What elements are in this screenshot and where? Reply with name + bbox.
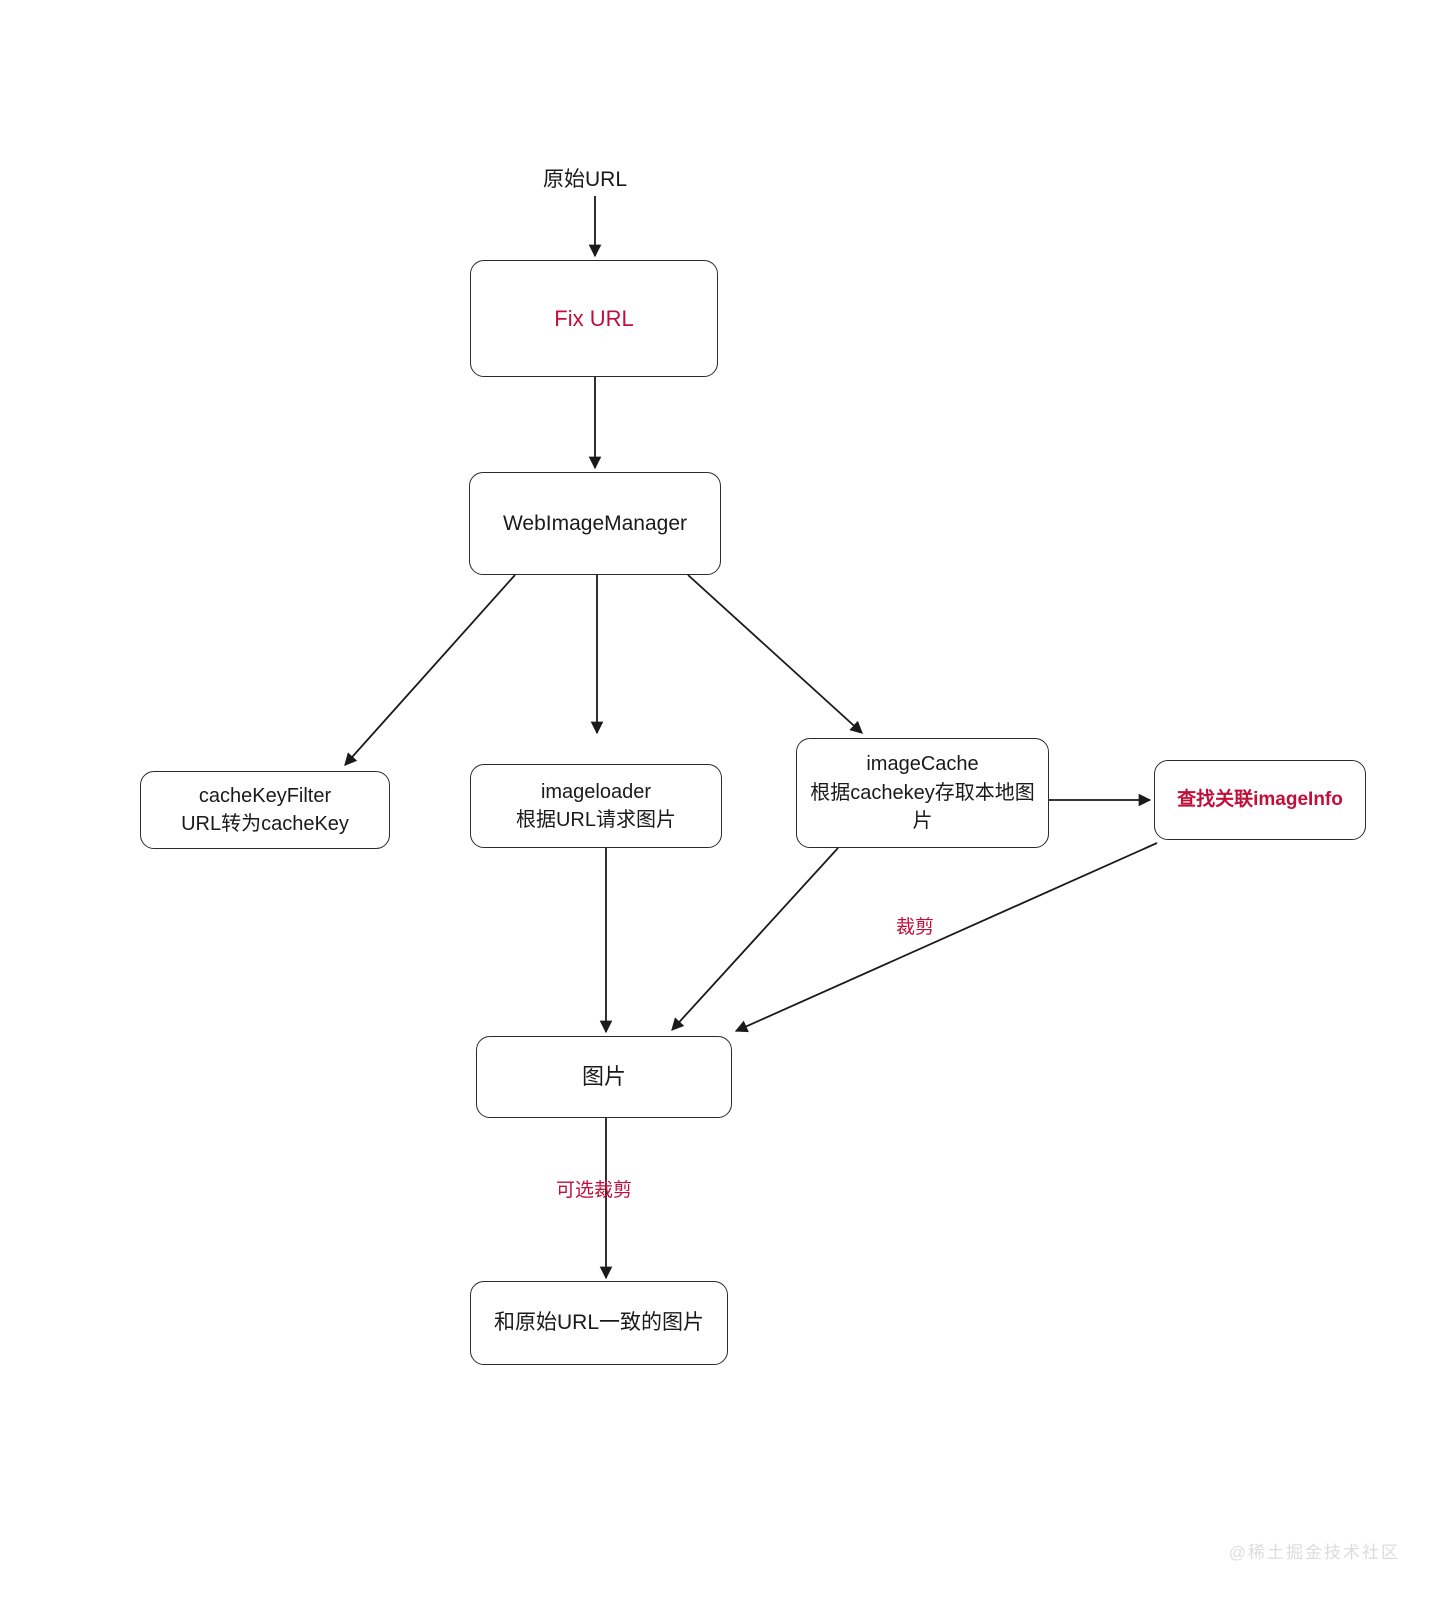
edge-imagecache-to-image — [671, 847, 839, 1031]
node-fix-url-label: Fix URL — [554, 305, 634, 331]
node-imageloader-label: imageloader 根据URL请求图片 — [515, 780, 676, 831]
origin-url-label: 原始URL — [543, 168, 628, 191]
node-image-label: 图片 — [581, 1064, 626, 1090]
node-final-image-label: 和原始URL一致的图片 — [493, 1311, 704, 1335]
node-web-image-manager[interactable]: WebImageManager — [469, 472, 721, 575]
node-cache-key-filter-label: cacheKeyFilter URL转为cacheKey — [181, 784, 349, 835]
watermark: @稀土掘金技术社区 — [1228, 1543, 1400, 1562]
node-find-image-info-label: 查找关联imageInfo — [1177, 788, 1343, 810]
edge-label-optional-crop: 可选裁剪 — [556, 1180, 633, 1201]
node-image-cache[interactable]: imageCache 根据cachekey存取本地图 片 — [796, 738, 1049, 848]
edge-label-crop: 裁剪 — [896, 917, 935, 938]
edge-imageinfo-to-image — [734, 842, 1158, 1033]
node-web-image-manager-label: WebImageManager — [502, 511, 688, 535]
node-find-image-info[interactable]: 查找关联imageInfo — [1154, 760, 1366, 840]
node-image-cache-label: imageCache 根据cachekey存取本地图 片 — [810, 753, 1035, 833]
edge-manager-to-cachekeyfilter — [344, 574, 516, 766]
node-fix-url[interactable]: Fix URL — [470, 260, 718, 377]
edge-manager-to-imagecache — [687, 574, 863, 734]
node-final-image[interactable]: 和原始URL一致的图片 — [470, 1281, 728, 1365]
node-image[interactable]: 图片 — [476, 1036, 732, 1118]
node-imageloader[interactable]: imageloader 根据URL请求图片 — [470, 764, 722, 848]
node-cache-key-filter[interactable]: cacheKeyFilter URL转为cacheKey — [140, 771, 390, 849]
